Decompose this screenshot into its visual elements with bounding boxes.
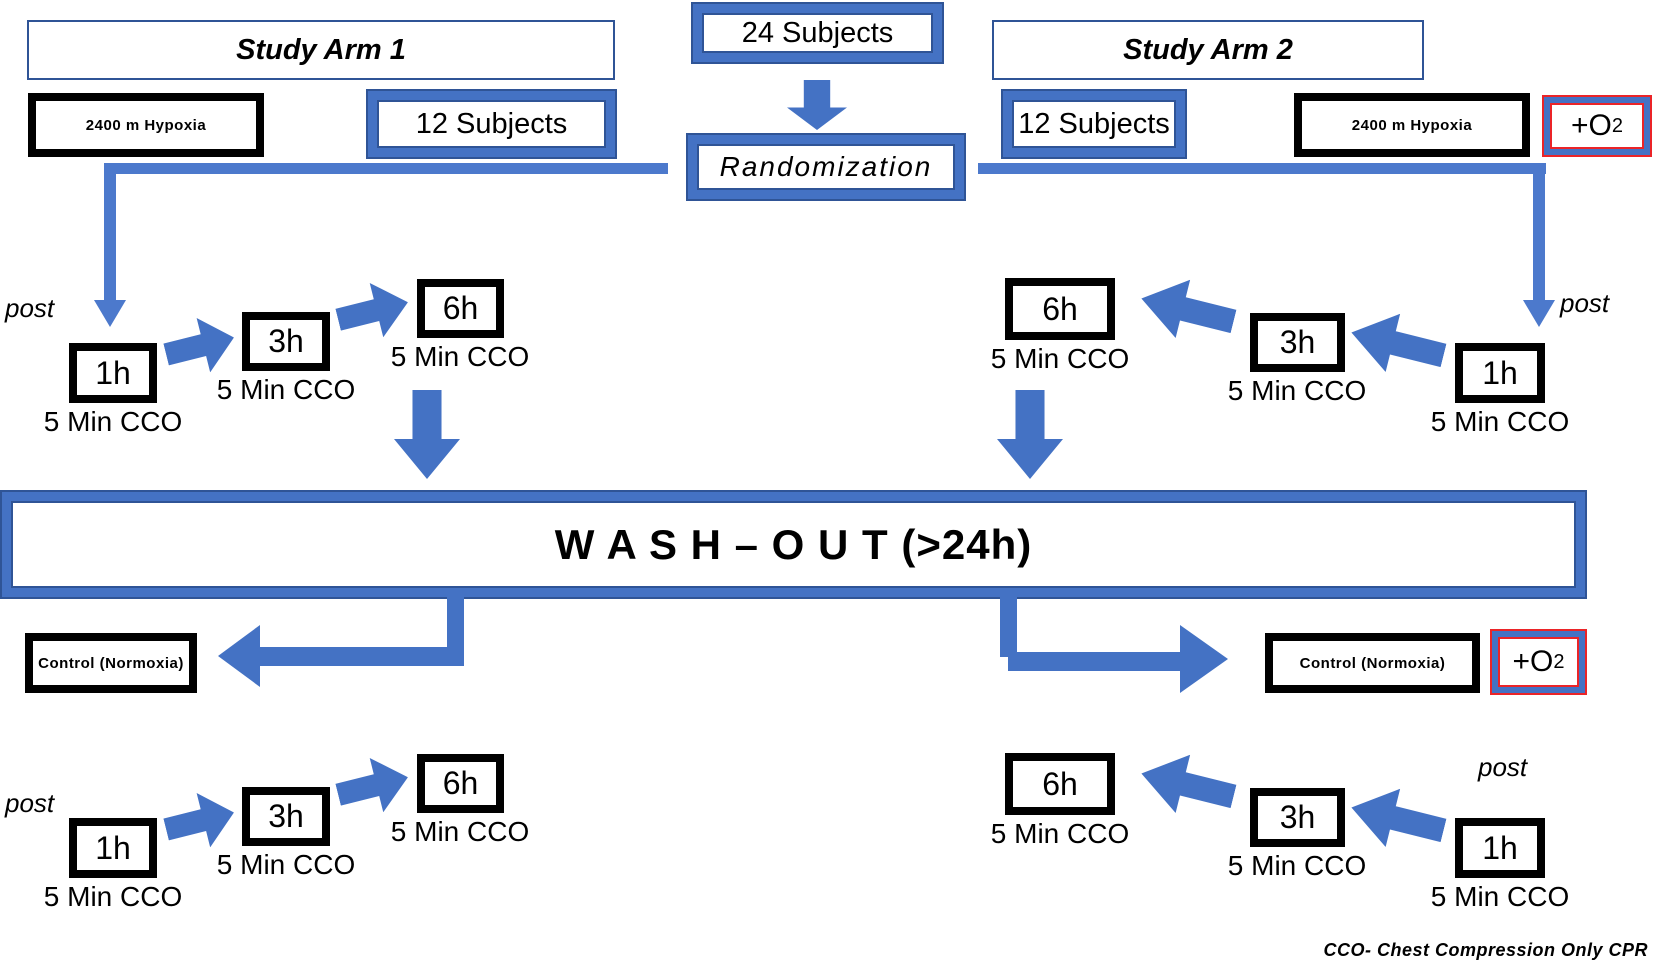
arrowhead-to-control-left	[218, 625, 260, 687]
hypoxia-box-arm2: 2400 m Hypoxia	[1294, 93, 1530, 157]
oxygen-text: +O	[1571, 109, 1612, 142]
arrow-1h-to-3h-mid-right	[1344, 303, 1451, 384]
cco-footnote: CCO- Chest Compression Only CPR	[1323, 940, 1648, 960]
hypoxia-box-arm1: 2400 m Hypoxia	[28, 93, 264, 157]
arrow-1h-to-3h-bottom-left	[159, 785, 240, 856]
subjects-box-arm2: 12 Subjects	[1003, 91, 1185, 157]
arrow-3h-to-6h-mid-right	[1134, 269, 1241, 350]
arrowhead-left-down	[94, 300, 126, 327]
timepoint-3h-mid-left: 3h	[242, 312, 330, 371]
cco-label: 5 Min CCO	[990, 343, 1130, 374]
cco-label: 5 Min CCO	[990, 818, 1130, 849]
subjects-box-arm1: 12 Subjects	[368, 91, 615, 157]
cco-label: 5 Min CCO	[390, 341, 530, 372]
timepoint-6h-bottom-right: 6h	[1005, 753, 1115, 815]
washout-right-stub	[1000, 597, 1017, 657]
cco-label: 5 Min CCO	[390, 816, 530, 847]
timepoint-6h-mid-right: 6h	[1005, 278, 1115, 340]
post-label-bottom-left: post	[5, 788, 55, 818]
timepoint-3h-bottom-right: 3h	[1250, 788, 1345, 847]
cco-label: 5 Min CCO	[1227, 375, 1367, 406]
arrow-right-to-washout	[997, 390, 1063, 479]
connector-left-vertical	[104, 163, 116, 303]
timepoint-1h-mid-right: 1h	[1455, 343, 1545, 403]
study-arm-2-box: Study Arm 2	[992, 20, 1424, 80]
washout-left-bar	[258, 647, 464, 666]
timepoint-3h-mid-right: 3h	[1250, 313, 1345, 372]
arrow-3h-to-6h-bottom-left	[331, 750, 414, 822]
arrowhead-right-down	[1523, 300, 1555, 327]
oxygen-subscript: 2	[1553, 651, 1565, 673]
total-subjects-box: 24 Subjects	[693, 4, 942, 62]
arrow-1h-to-3h-bottom-right	[1344, 778, 1451, 859]
cco-label: 5 Min CCO	[43, 406, 183, 437]
study-arm-1-box: Study Arm 1	[27, 20, 615, 80]
oxygen-text: +O	[1512, 645, 1554, 678]
arrow-left-to-washout	[394, 390, 460, 479]
oxygen-subscript: 2	[1611, 115, 1623, 137]
post-label-mid-right: post	[1560, 288, 1610, 318]
timepoint-6h-mid-left: 6h	[417, 279, 504, 338]
arrowhead-to-control-right	[1180, 625, 1228, 693]
arrow-1h-to-3h-mid-left	[159, 310, 240, 381]
arrow-3h-to-6h-mid-left	[331, 275, 414, 347]
control-box-left: Control (Normoxia)	[25, 633, 197, 693]
arrow-3h-to-6h-bottom-right	[1134, 744, 1241, 825]
washout-box: W A S H – O U T (>24h)	[2, 492, 1585, 597]
connector-right-horizontal	[978, 163, 1546, 174]
cco-label: 5 Min CCO	[43, 881, 183, 912]
post-label-mid-left: post	[5, 293, 55, 323]
arrow-down-to-randomization	[787, 80, 847, 130]
cco-label: 5 Min CCO	[1430, 881, 1570, 912]
randomization-box: Randomization	[688, 135, 964, 199]
post-label-bottom-right: post	[1478, 752, 1528, 782]
connector-right-vertical	[1533, 163, 1545, 303]
washout-right-bar	[1008, 652, 1180, 671]
cco-label: 5 Min CCO	[1430, 406, 1570, 437]
timepoint-3h-bottom-left: 3h	[242, 787, 330, 846]
timepoint-1h-bottom-left: 1h	[69, 818, 157, 878]
timepoint-1h-mid-left: 1h	[69, 343, 157, 403]
cco-label: 5 Min CCO	[216, 374, 356, 405]
washout-left-stub	[447, 597, 464, 653]
cco-label: 5 Min CCO	[1227, 850, 1367, 881]
timepoint-6h-bottom-left: 6h	[417, 754, 504, 813]
cco-label: 5 Min CCO	[216, 849, 356, 880]
connector-left-horizontal	[104, 163, 668, 174]
control-box-right: Control (Normoxia)	[1265, 633, 1480, 693]
timepoint-1h-bottom-right: 1h	[1455, 818, 1545, 878]
